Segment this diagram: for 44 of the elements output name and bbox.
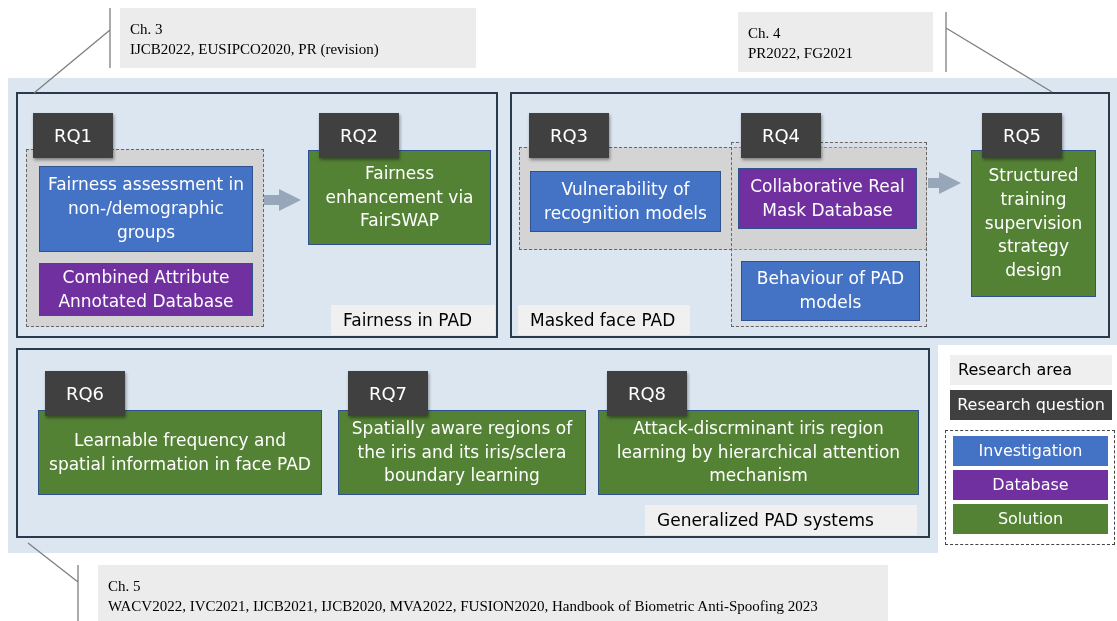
investigation-box bbox=[741, 261, 920, 321]
investigation-box bbox=[530, 171, 721, 232]
box-text: Attack-discrminant iris region learning by hierarchical attention mechanism bbox=[615, 416, 902, 488]
publication-list: WACV2022, IVC2021, IJCB2021, IJCB2020, MVA2022, FUSION2020, Handbook of Biometric Anti-Spoofing 2023 bbox=[108, 596, 818, 616]
question-tab: RQ8 bbox=[607, 371, 687, 416]
legend-item: Database bbox=[953, 470, 1108, 500]
database-box bbox=[39, 263, 253, 316]
investigation-box bbox=[39, 166, 253, 252]
question-tab: RQ3 bbox=[529, 113, 609, 158]
box-text: Fairness assessment in non-/demographic groups bbox=[46, 173, 246, 244]
database-box bbox=[738, 168, 917, 229]
chapter-label: Ch. 3 bbox=[130, 20, 163, 39]
legend-item: Research area bbox=[950, 355, 1112, 385]
area-panel bbox=[16, 348, 930, 538]
area-label: Fairness in PAD bbox=[331, 305, 495, 335]
area-panel bbox=[510, 92, 1110, 338]
box-text: Fairness enhancement via FairSWAP bbox=[324, 161, 475, 233]
block-arrow bbox=[928, 172, 961, 194]
chapter-label: Ch. 4 bbox=[748, 24, 781, 43]
publication-list: IJCB2022, EUSIPCO2020, PR (revision) bbox=[130, 39, 379, 59]
leader-line bbox=[27, 542, 79, 621]
area-label: Masked face PAD bbox=[518, 305, 690, 335]
question-tab: RQ2 bbox=[319, 113, 399, 158]
legend-item: Solution bbox=[953, 504, 1108, 534]
block-arrow bbox=[264, 189, 301, 211]
box-text: Structured training supervision strategy design bbox=[983, 164, 1084, 283]
box-text: Vulnerability of recognition models bbox=[543, 177, 708, 225]
box-text: Learnable frequency and spatial information in face PAD bbox=[48, 428, 312, 476]
box-text: Spatially aware regions of the iris and its iris/sclera boundary learning bbox=[350, 416, 574, 488]
box-text: Combined Attribute Annotated Database bbox=[57, 265, 235, 313]
box-text: Collaborative Real Mask Database bbox=[749, 174, 906, 222]
question-tab: RQ1 bbox=[33, 113, 113, 158]
publication-list: PR2022, FG2021 bbox=[748, 43, 854, 63]
area-panel bbox=[16, 92, 498, 338]
area-label: Generalized PAD systems bbox=[645, 505, 917, 535]
question-tab: RQ4 bbox=[741, 113, 821, 158]
box-text: Behaviour of PAD models bbox=[755, 267, 906, 314]
question-tab: RQ6 bbox=[45, 371, 125, 416]
chapter-label: Ch. 5 bbox=[108, 577, 141, 596]
leader-line bbox=[945, 11, 1053, 93]
legend-item: Research question bbox=[950, 390, 1112, 420]
legend-item: Investigation bbox=[953, 436, 1108, 466]
question-tab: RQ5 bbox=[982, 113, 1062, 158]
question-tab: RQ7 bbox=[348, 371, 428, 416]
